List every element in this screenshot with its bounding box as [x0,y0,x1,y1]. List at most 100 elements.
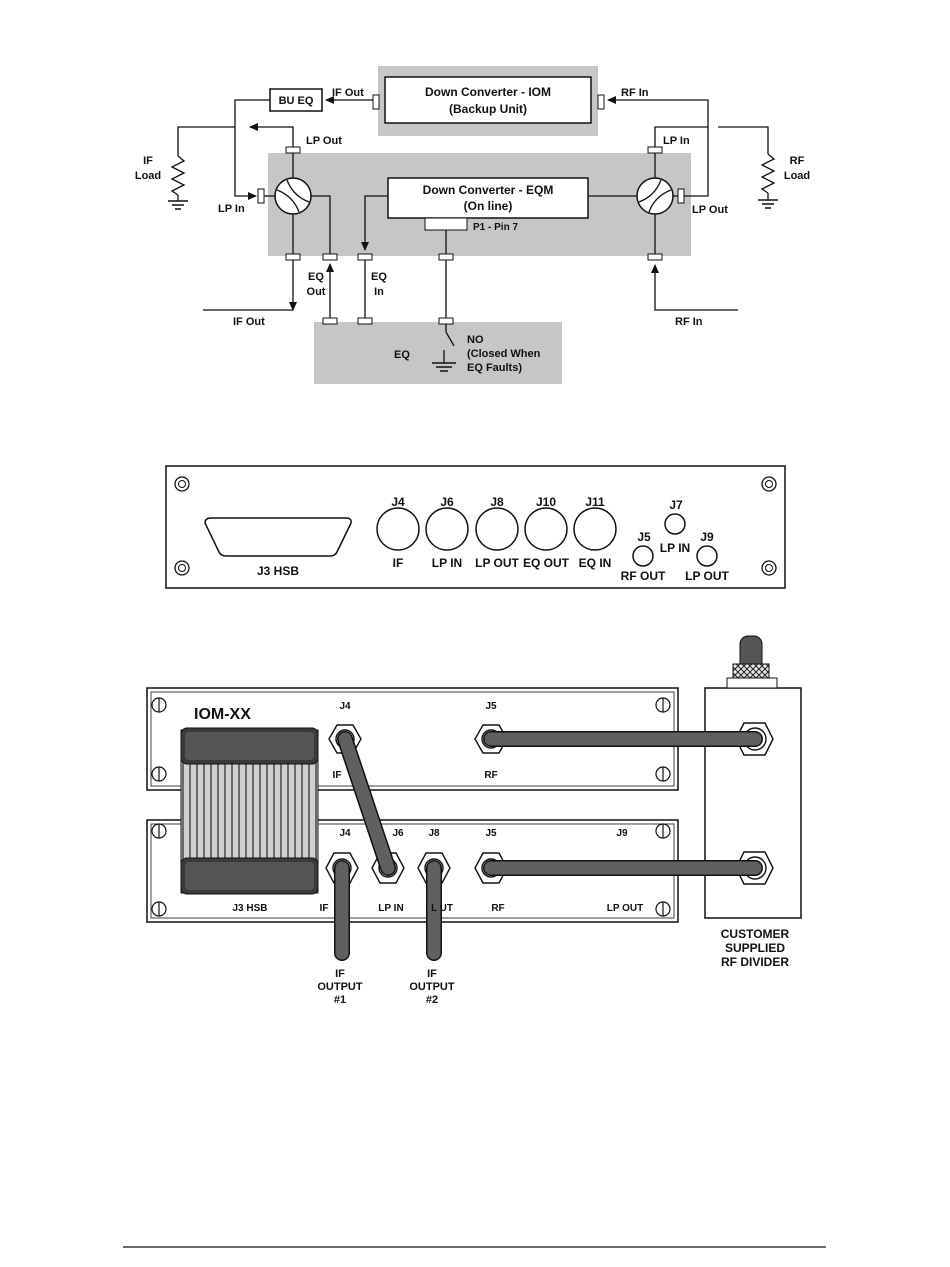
top-rf-label: RF [484,770,497,781]
if-out-bottom-label: IF Out [233,316,265,328]
bottom-lpout-partial-label: L UT [431,903,453,914]
bottom-if-label: IF [320,903,329,914]
j3-hsb-connector-icon [204,517,352,557]
top-if-label: IF [333,770,342,781]
left-switch-icon [274,177,312,215]
no-label-3: EQ Faults) [467,362,522,374]
eq-in-label-2: In [374,286,384,298]
eq-out-lower-port [322,317,338,325]
lp-out-right-label: LP Out [692,204,728,216]
rear-panel: J3 HSB J4 IF J6 LP IN J8 LP OUT J10 EQ O… [165,465,786,589]
if-output1-label-2: OUTPUT [317,981,363,993]
lp-in-left-port [257,188,265,204]
no-label-2: (Closed When [467,348,541,360]
if-output2-label-3: #2 [426,994,438,1006]
j4-connector-icon [376,507,420,551]
bottom-j4-label: J4 [339,828,351,839]
customer-label-2: SUPPLIED [725,941,785,955]
rf-in-top-label: RF In [621,87,649,99]
eq-in-lower-port [357,317,373,325]
eq-out-label-2: Out [307,286,326,298]
if-load-label-1: IF [143,155,153,167]
j7-label: LP IN [660,541,690,555]
j8-connector-icon [475,507,519,551]
eqm-title: Down Converter - EQM [423,183,554,197]
pin7-upper-port [438,253,454,261]
j7-connector-icon [664,513,686,535]
iom-subtitle: (Backup Unit) [449,102,527,116]
eq-box-label: EQ [394,349,410,361]
iom-if-port [372,94,380,110]
bottom-j8-label: J8 [428,828,440,839]
iom-xx-label: IOM-XX [194,706,251,723]
if-out-port [285,253,301,261]
bottom-j9-label: J9 [616,828,628,839]
j10-connector-icon [524,507,568,551]
j11-connector-icon [573,507,617,551]
lp-out-left-port [285,146,301,154]
connector-j4: J4 IF [376,495,420,570]
connector-j11: J11 EQ IN [573,495,617,570]
j9-label: LP OUT [685,569,729,583]
j9-id: J9 [700,530,714,544]
iom-rf-port [597,94,605,110]
bottom-j3-label: J3 HSB [232,903,267,914]
j6-connector-icon [425,507,469,551]
if-out-top-label: IF Out [332,87,364,99]
j4-id: J4 [391,495,405,509]
p1-connector [424,217,468,231]
connector-j8: J8 LP OUT [475,495,519,570]
divider-input-nut [732,663,770,679]
eq-in-upper-port [357,253,373,261]
if-output1-label-3: #1 [334,994,346,1006]
lp-in-left-label: LP In [218,203,245,215]
j6-label: LP IN [432,556,462,570]
j6-id: J6 [440,495,454,509]
j5-id: J5 [637,530,651,544]
bottom-lpout-label: LP OUT [607,903,643,914]
rf-load-label-1: RF [790,155,805,167]
j8-label: LP OUT [475,556,519,570]
eq-backdrop [314,322,562,384]
j10-id: J10 [536,495,556,509]
right-switch-icon [636,177,674,215]
bottom-rf-label: RF [491,903,504,914]
top-j4-label: J4 [339,701,351,712]
customer-label-3: RF DIVIDER [721,955,789,969]
rf-load-label-2: Load [784,170,810,182]
bottom-j5-label: J5 [485,828,497,839]
p1-pin7-label: P1 - Pin 7 [473,222,518,233]
j5-connector-icon [632,545,654,567]
no-label-1: NO [467,334,484,346]
bottom-lpin-label: LP IN [378,903,403,914]
cabling-illustration: IOM-XX CUSTOMER SUPPLIED RF DIVIDER [146,635,802,1006]
eq-in-label-1: EQ [371,271,387,283]
eqm-subtitle: (On line) [464,199,513,213]
eq-out-label-1: EQ [308,271,324,283]
connector-j6: J6 LP IN [425,495,469,570]
block-diagram: Down Converter - IOM (Backup Unit) IF Ou… [135,66,810,384]
if-output1-label-1: IF [335,968,345,980]
top-j5-label: J5 [485,701,497,712]
j4-label: IF [393,556,404,570]
j8-id: J8 [490,495,504,509]
iom-title: Down Converter - IOM [425,85,551,99]
j11-id: J11 [585,495,605,509]
j11-label: EQ IN [579,556,612,570]
j3-hsb-label: J3 HSB [257,564,299,578]
j7-id: J7 [669,498,683,512]
if-output2-label-1: IF [427,968,437,980]
j9-connector-icon [696,545,718,567]
j5-label: RF OUT [621,569,666,583]
iom-box [384,76,592,124]
lp-out-left-label: LP Out [306,135,342,147]
lp-out-right-port [677,188,685,204]
bu-eq-label: BU EQ [279,95,314,107]
connector-j10: J10 EQ OUT [523,495,570,570]
eq-out-upper-port [322,253,338,261]
if-load-label-2: Load [135,170,161,182]
if-loop-cable [338,732,395,875]
customer-label-1: CUSTOMER [721,927,790,941]
if-output2-label-2: OUTPUT [409,981,455,993]
